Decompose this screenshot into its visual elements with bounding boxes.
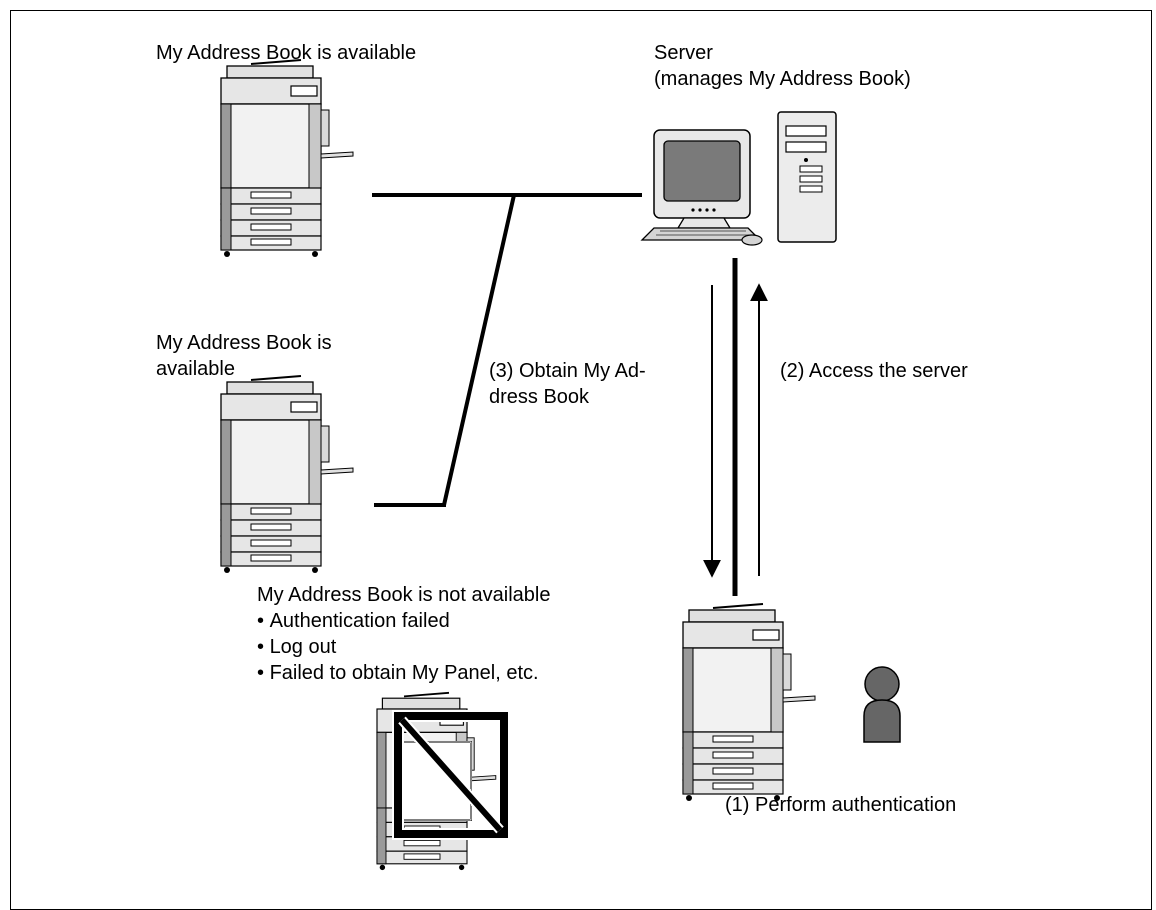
server-label-line2: (manages My Address Book): [654, 68, 911, 90]
not-available-label: My Address Book is not available Authent…: [257, 582, 551, 686]
obtain-address-book-label: (3) Obtain My Ad- dress Book: [489, 358, 646, 410]
perform-authentication-label: (1) Perform authentication: [725, 794, 957, 816]
mfp-middle-icon: [220, 375, 354, 574]
reason-item: Authentication failed: [257, 608, 551, 634]
mfp-authenticating-icon: [682, 603, 816, 802]
reason-item: Failed to obtain My Panel, etc.: [257, 660, 551, 686]
access-server-label: (2) Access the server: [780, 360, 968, 382]
server-computer-icon: [640, 111, 837, 246]
reason-item: Log out: [257, 634, 551, 660]
not-available-heading: My Address Book is not available: [257, 584, 551, 606]
server-label-line1: Server: [654, 42, 713, 64]
mfp-top-icon: [220, 59, 354, 258]
mfp-middle-label: My Address Book is available: [156, 330, 332, 382]
not-available-symbol: [392, 710, 510, 840]
obtain-label-line1: (3) Obtain My Ad-: [489, 360, 646, 382]
user-person-icon: [863, 666, 901, 743]
server-label: Server (manages My Address Book): [654, 40, 911, 92]
mfp-middle-label-line2: available: [156, 358, 235, 380]
mfp-middle-label-line1: My Address Book is: [156, 332, 332, 354]
obtain-label-line2: dress Book: [489, 386, 590, 408]
not-available-reasons: Authentication failed Log out Failed to …: [257, 608, 551, 686]
network-line-diagonal: [442, 194, 516, 506]
network-lines: [372, 193, 738, 596]
mfp-top-label: My Address Book is available: [156, 42, 417, 64]
